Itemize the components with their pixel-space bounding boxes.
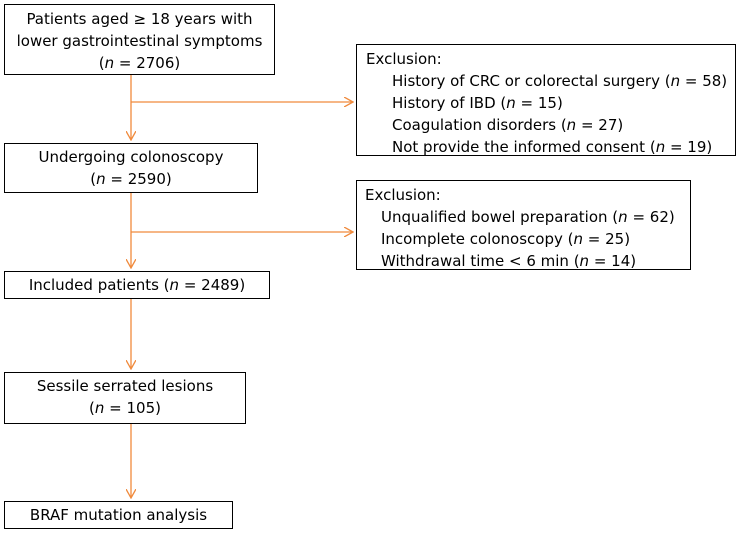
ssl-count: (n = 105)	[89, 399, 161, 417]
colonoscopy-line1: Undergoing colonoscopy	[38, 148, 224, 166]
ssl-box: Sessile serrated lesions (n = 105)	[4, 372, 246, 424]
exclusion-box-1: Exclusion: History of CRC or colorectal …	[356, 44, 736, 156]
braf-text: BRAF mutation analysis	[29, 506, 208, 524]
patients-line1: Patients aged ≥ 18 years with	[26, 10, 253, 28]
exclusion1-item: Not provide the informed consent (n = 19…	[392, 138, 713, 156]
exclusion1-title: Exclusion:	[366, 50, 442, 68]
patients-box: Patients aged ≥ 18 years with lower gast…	[4, 4, 275, 75]
exclusion2-item: Withdrawal time < 6 min (n = 14)	[381, 252, 637, 270]
exclusion-box-2: Exclusion: Unqualified bowel preparation…	[356, 180, 691, 270]
included-text: Included patients (n = 2489)	[28, 276, 246, 294]
included-box: Included patients (n = 2489)	[4, 271, 270, 299]
colonoscopy-count: (n = 2590)	[90, 170, 172, 188]
patients-count: (n = 2706)	[98, 54, 181, 72]
patients-line2: lower gastrointestinal symptoms	[16, 32, 263, 50]
exclusion1-item: History of CRC or colorectal surgery (n …	[392, 72, 728, 90]
colonoscopy-box: Undergoing colonoscopy (n = 2590)	[4, 143, 258, 193]
exclusion2-item: Incomplete colonoscopy (n = 25)	[381, 230, 631, 248]
exclusion1-item: History of IBD (n = 15)	[392, 94, 563, 112]
exclusion2-item: Unqualified bowel preparation (n = 62)	[381, 208, 675, 226]
ssl-line1: Sessile serrated lesions	[36, 377, 214, 395]
exclusion1-item: Coagulation disorders (n = 27)	[392, 116, 624, 134]
exclusion2-title: Exclusion:	[365, 186, 441, 204]
braf-box: BRAF mutation analysis	[4, 501, 233, 529]
